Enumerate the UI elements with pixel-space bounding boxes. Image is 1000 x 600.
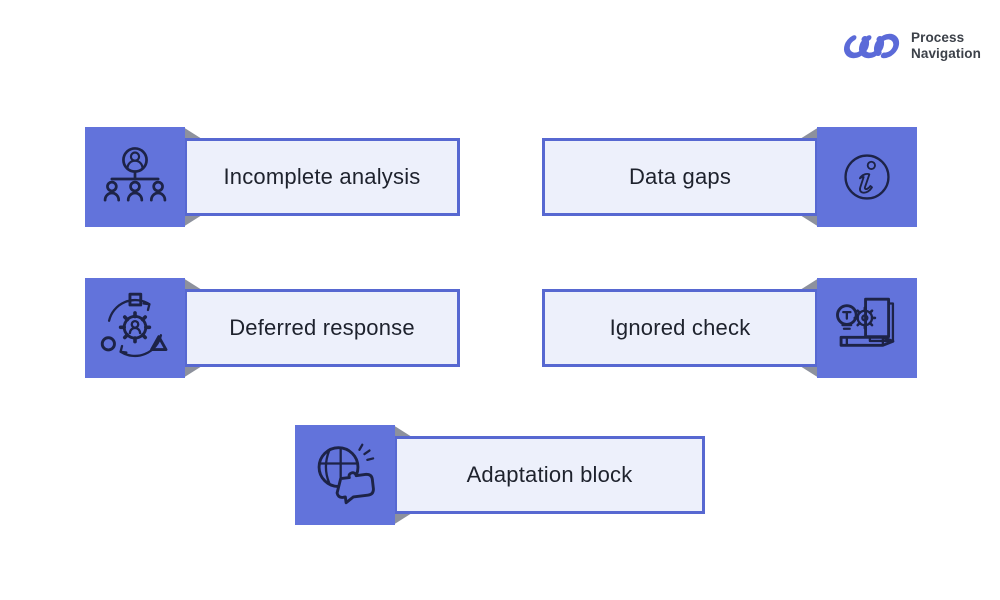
label-plate: Adaptation block	[394, 436, 705, 514]
brand-name-line1: Process	[910, 30, 965, 46]
ribbon-fold-bottom	[183, 366, 202, 378]
label-plate: Data gaps	[542, 138, 818, 216]
info-icon	[844, 154, 890, 200]
card-data-gaps: Data gaps	[542, 127, 917, 227]
icon-tile	[817, 278, 917, 378]
ribbon-fold-bottom	[393, 513, 412, 525]
icon-tile	[85, 127, 185, 227]
card-label: Deferred response	[229, 315, 415, 340]
card-label: Adaptation block	[466, 462, 633, 487]
card-incomplete-analysis: Incomplete analysis	[85, 127, 460, 227]
label-plate: Incomplete analysis	[184, 138, 460, 216]
knowledge-book-icon	[836, 297, 895, 347]
icon-tile	[295, 425, 395, 525]
card-adaptation-block: Adaptation block	[295, 425, 705, 525]
brand-logo: Process Navigation	[842, 29, 981, 63]
brand-name-line2: Navigation	[910, 46, 981, 61]
org-chart-icon	[103, 147, 167, 202]
globe-puzzle-icon	[317, 443, 375, 505]
card-label: Ignored check	[609, 315, 751, 340]
label-plate: Ignored check	[542, 289, 818, 367]
card-ignored-check: Ignored check	[542, 278, 917, 378]
card-deferred-response: Deferred response	[85, 278, 460, 378]
icon-tile	[817, 127, 917, 227]
card-label: Data gaps	[628, 164, 732, 189]
chain-links-icon	[843, 33, 900, 59]
card-label: Incomplete analysis	[223, 164, 421, 189]
icon-tile	[85, 278, 185, 378]
process-cycle-icon	[100, 292, 168, 358]
brand-name: Process Navigation	[911, 30, 981, 62]
ribbon-fold-bottom	[183, 215, 202, 227]
label-plate: Deferred response	[184, 289, 460, 367]
